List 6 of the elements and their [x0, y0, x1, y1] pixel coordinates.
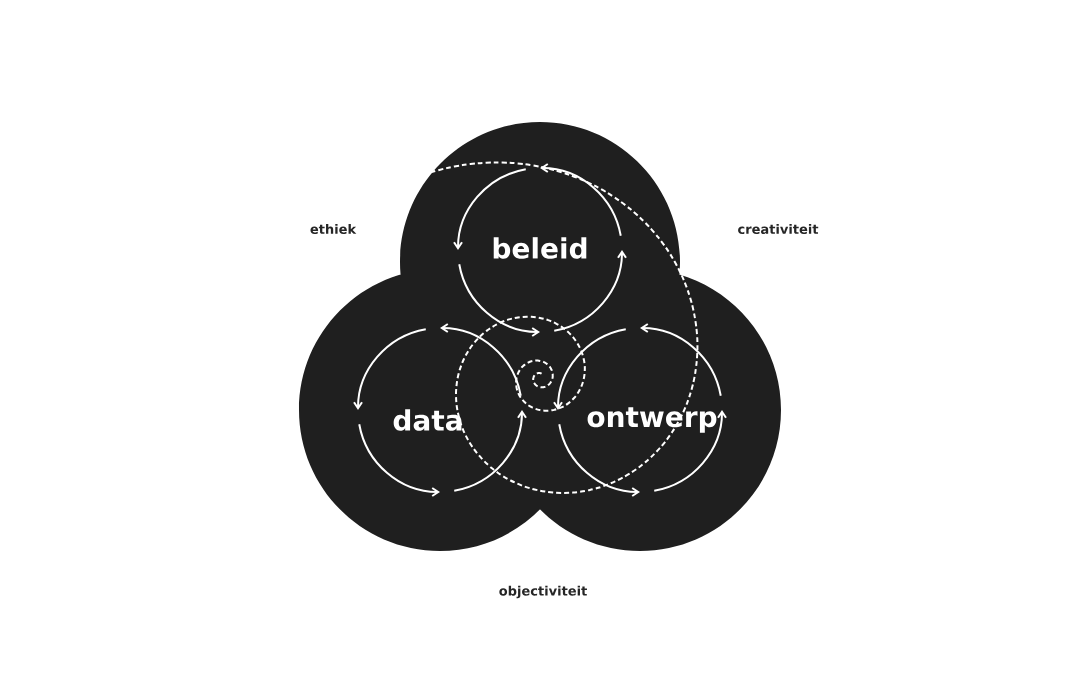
- cycle-label: beleid: [493, 237, 587, 259]
- axis-label: creativiteit: [738, 223, 819, 235]
- axis-label: ethiek: [310, 223, 357, 235]
- cycle-label: ontwerp: [587, 407, 717, 433]
- axis-label: objectiviteit: [499, 585, 587, 599]
- cycle-label: data: [393, 409, 462, 431]
